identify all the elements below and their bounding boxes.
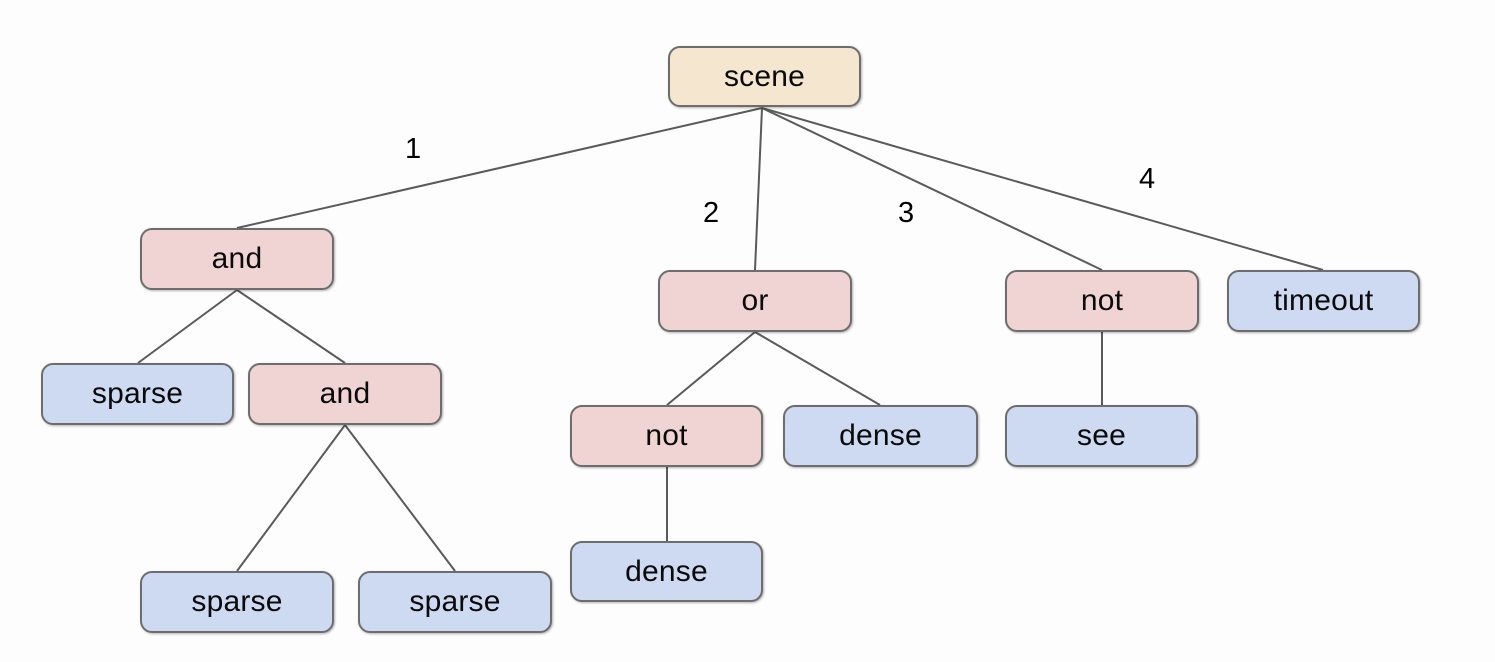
edge-label-4: 4 xyxy=(1139,163,1156,195)
node-and2[interactable]: and xyxy=(248,363,442,425)
edge-scene-to-not1 xyxy=(761,107,1103,271)
edge-or1-to-not2 xyxy=(666,331,756,406)
node-scene[interactable]: scene xyxy=(668,46,861,107)
edge-label-1: 1 xyxy=(405,133,422,165)
node-and1[interactable]: and xyxy=(140,228,334,290)
node-sparse1[interactable]: sparse xyxy=(41,363,234,425)
node-see[interactable]: see xyxy=(1005,405,1198,467)
edge-label-3: 3 xyxy=(898,197,915,229)
edge-scene-to-timeout xyxy=(761,107,1324,271)
edge-and1-to-and2 xyxy=(236,289,346,364)
node-not1[interactable]: not xyxy=(1005,270,1199,332)
node-dense1[interactable]: dense xyxy=(783,405,978,467)
edge-label-2: 2 xyxy=(703,197,720,229)
node-sparse3[interactable]: sparse xyxy=(358,571,552,633)
edge-and2-to-sparse3 xyxy=(344,424,456,572)
node-not2[interactable]: not xyxy=(570,405,763,467)
edge-scene-to-or1 xyxy=(754,107,763,271)
edge-and1-to-sparse1 xyxy=(137,289,238,364)
node-timeout[interactable]: timeout xyxy=(1227,270,1420,332)
edge-scene-to-and1 xyxy=(236,107,763,229)
edge-or1-to-dense1 xyxy=(754,331,881,406)
node-or1[interactable]: or xyxy=(658,270,852,332)
node-dense2[interactable]: dense xyxy=(570,541,763,602)
edge-and2-to-sparse2 xyxy=(236,424,346,572)
node-sparse2[interactable]: sparse xyxy=(140,571,334,633)
